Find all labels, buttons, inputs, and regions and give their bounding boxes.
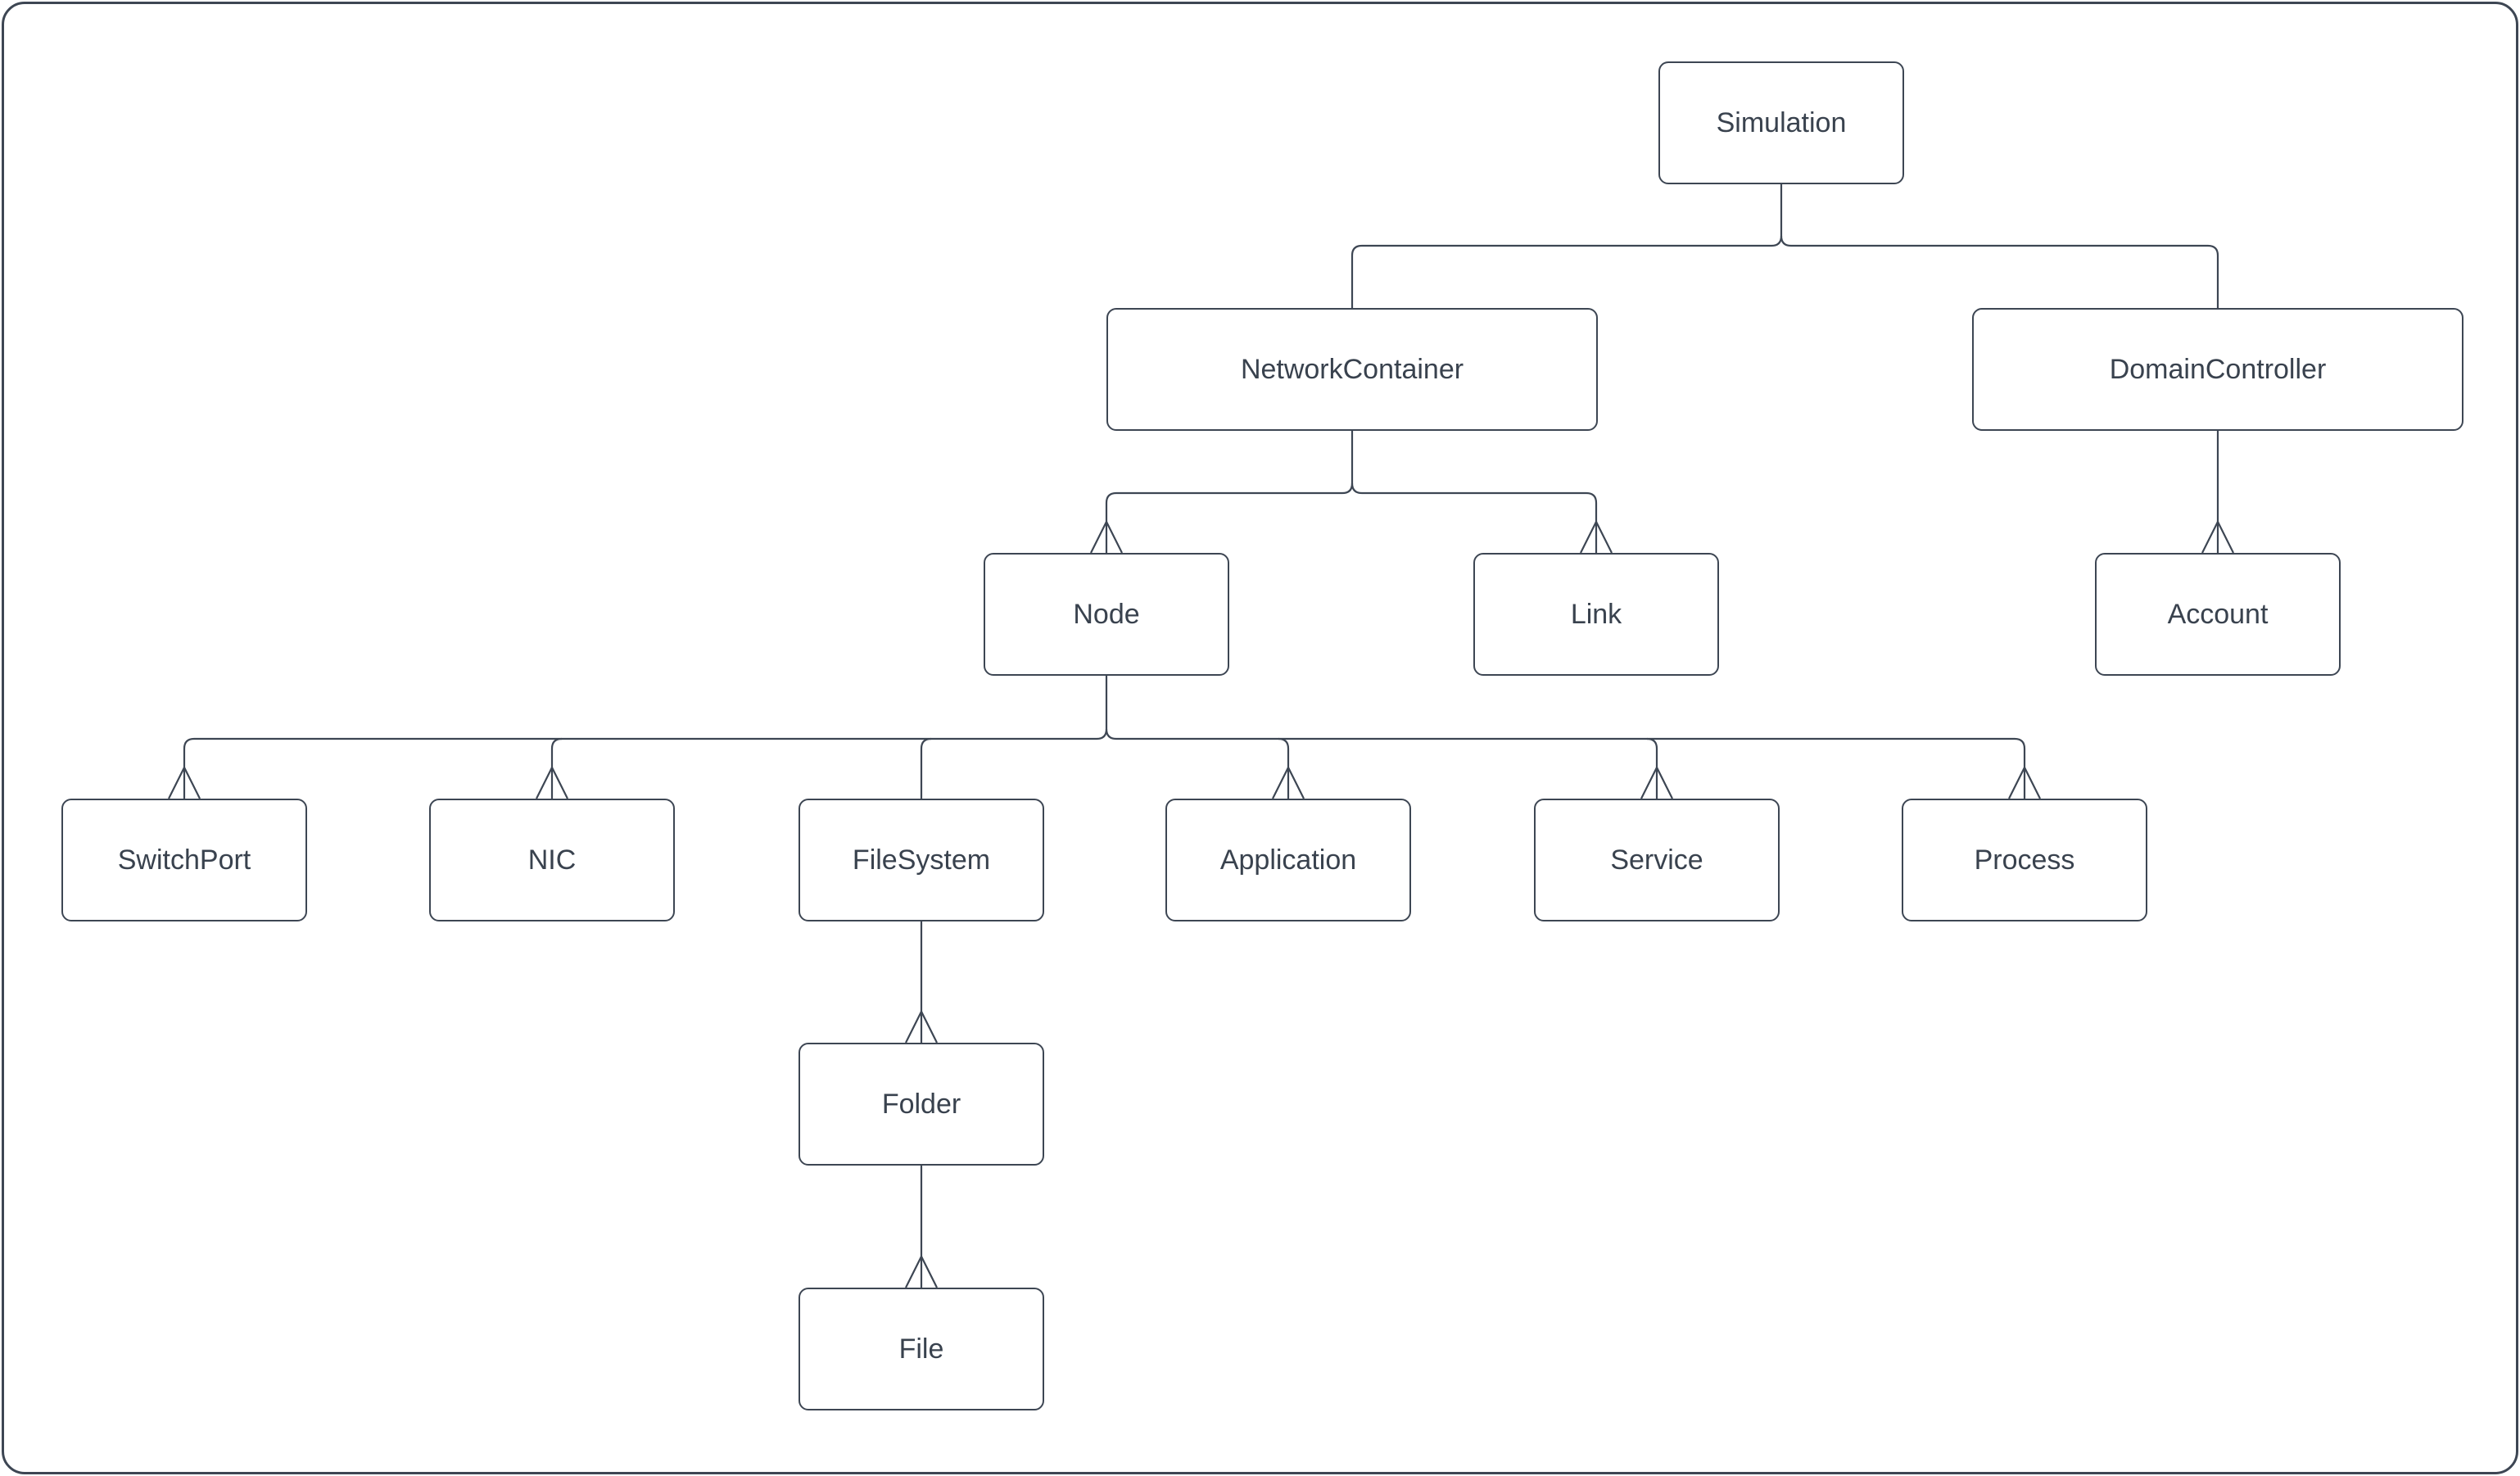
node-node-label: Node	[1073, 598, 1140, 630]
node-account-label: Account	[2167, 598, 2269, 630]
node-simulation-label: Simulation	[1716, 106, 1847, 138]
edge-simulation-domain-controller	[1780, 235, 2219, 308]
node-domain-controller[interactable]: DomainController	[1972, 308, 2463, 431]
node-folder-label: Folder	[881, 1088, 961, 1120]
node-process[interactable]: Process	[1902, 799, 2147, 921]
edge-network-container-node	[1105, 431, 1354, 553]
node-service[interactable]: Service	[1534, 799, 1780, 921]
node-node[interactable]: Node	[984, 553, 1229, 676]
arrowhead-file	[905, 1254, 938, 1288]
node-nic-label: NIC	[527, 844, 577, 876]
arrowhead-node	[1090, 519, 1123, 554]
arrowhead-switch-port	[168, 765, 201, 799]
node-link-label: Link	[1570, 598, 1622, 630]
edge-node-service	[1646, 737, 1658, 799]
arrowhead-link	[1580, 519, 1613, 554]
node-application[interactable]: Application	[1165, 799, 1411, 921]
arrowhead-nic	[536, 765, 568, 799]
node-simulation[interactable]: Simulation	[1658, 61, 1904, 184]
node-file[interactable]: File	[799, 1288, 1044, 1410]
node-switch-port[interactable]: SwitchPort	[61, 799, 307, 921]
node-domain-controller-label: DomainController	[2109, 353, 2327, 385]
node-service-label: Service	[1610, 844, 1703, 876]
node-file-system-label: FileSystem	[852, 844, 991, 876]
arrowhead-account	[2201, 519, 2234, 554]
node-network-container-label: NetworkContainer	[1240, 353, 1464, 385]
edge-node-process	[1105, 728, 2026, 799]
edge-node-application	[1278, 737, 1290, 799]
node-application-label: Application	[1219, 844, 1357, 876]
node-file-system[interactable]: FileSystem	[799, 799, 1044, 921]
arrowhead-service	[1640, 765, 1673, 799]
node-switch-port-label: SwitchPort	[117, 844, 251, 876]
edge-node-switch-port	[183, 676, 1108, 799]
node-file-label: File	[898, 1333, 944, 1365]
edge-network-container-link	[1350, 482, 1598, 553]
edge-simulation-network-container	[1350, 184, 1783, 308]
edge-node-file-system	[920, 737, 932, 799]
arrowhead-application	[1272, 765, 1305, 799]
edge-node-nic	[550, 737, 563, 799]
node-link[interactable]: Link	[1473, 553, 1719, 676]
node-account[interactable]: Account	[2095, 553, 2341, 676]
node-nic[interactable]: NIC	[429, 799, 675, 921]
arrowhead-folder	[905, 1009, 938, 1044]
node-network-container[interactable]: NetworkContainer	[1106, 308, 1598, 431]
arrowhead-process	[2008, 765, 2041, 799]
node-process-label: Process	[1974, 844, 2075, 876]
node-folder[interactable]: Folder	[799, 1043, 1044, 1166]
